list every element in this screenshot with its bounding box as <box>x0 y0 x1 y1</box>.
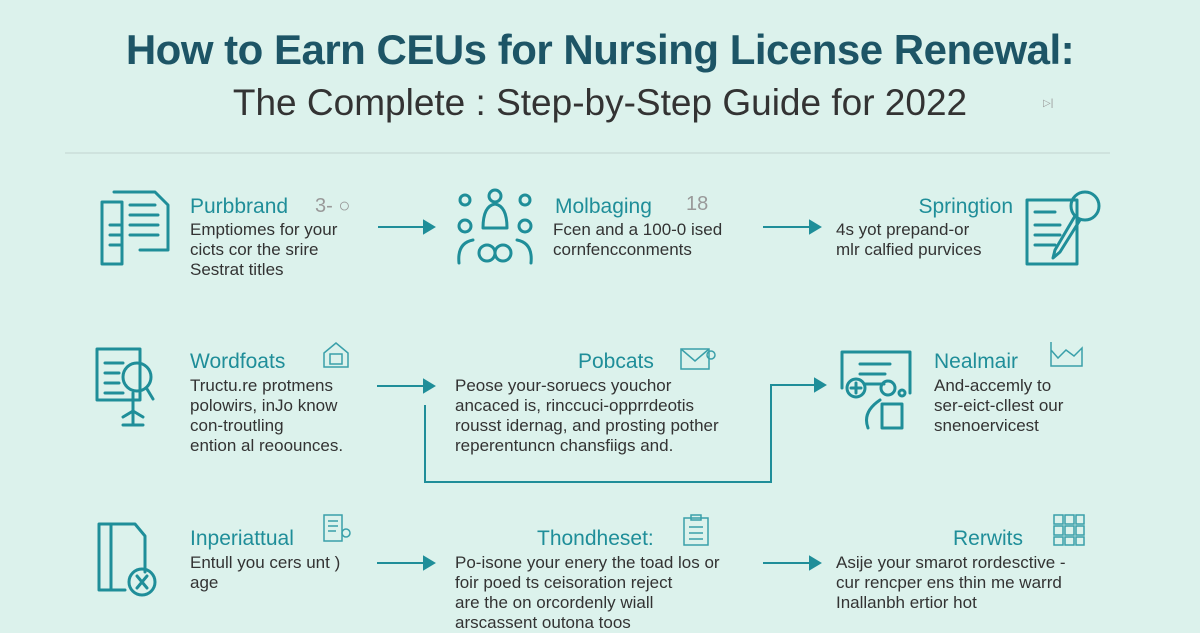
step-title: Wordfoats <box>190 350 286 373</box>
desc-line: 4s yot prepand-or <box>836 220 970 239</box>
step-number: 18 <box>686 193 709 215</box>
desc-line: cur rencper ens thin me warrd <box>836 573 1062 592</box>
step-title: Purbbrand <box>190 195 289 218</box>
divider <box>65 152 1110 154</box>
step-description: Entull you cers unt ) age <box>190 553 340 593</box>
house-icon <box>323 342 349 368</box>
desc-line: Po-isone your enery the toad los or <box>455 553 720 572</box>
arrow-6 <box>763 555 822 571</box>
form-magnifier-icon <box>1025 190 1101 266</box>
grid-icon <box>1053 514 1085 546</box>
clipboard-icon <box>683 514 709 546</box>
page-title: How to Earn CEUs for Nursing License Ren… <box>125 26 1075 73</box>
desc-line: foir poed ts ceisoration reject <box>455 573 673 592</box>
desc-line: Peose your-soruecs youchor <box>455 376 672 395</box>
certificate-icon <box>95 347 155 427</box>
step-description: Tructu.re protmens polowirs, inJo know c… <box>190 376 343 456</box>
desc-line: ser-eict-cllest our <box>934 396 1064 415</box>
book-x-icon <box>97 522 157 597</box>
step-title: Molbaging <box>555 195 652 218</box>
step-number: 3- ○ <box>315 195 351 217</box>
desc-line: Asije your smarot rordesctive - <box>836 553 1066 572</box>
step-title: Rerwits <box>953 527 1024 550</box>
desc-line: Emptiomes for your <box>190 220 338 239</box>
step-description: 4s yot prepand-or mlr calfied purvices <box>836 220 982 260</box>
step-title: Nealmair <box>934 350 1019 373</box>
desc-line: mlr calfied purvices <box>836 240 982 259</box>
desc-line: snenoervicest <box>934 416 1039 435</box>
desc-line: cornfencconments <box>553 240 692 259</box>
line-chart-icon <box>1050 342 1083 367</box>
step-description: Fcen and a 100-0 ised cornfencconments <box>553 220 722 260</box>
step-title: Springtion <box>918 195 1013 218</box>
step-description: Emptiomes for your cicts cor the srire S… <box>190 220 337 280</box>
desc-line: con-troutling <box>190 416 284 435</box>
desc-line: cicts cor the srire <box>190 240 319 259</box>
desc-line: polowirs, inJo know <box>190 396 338 415</box>
desc-line: Fcen and a 100-0 ised <box>553 220 723 239</box>
arrow-2 <box>763 219 822 235</box>
desc-line: ancaced is, rinccuci-opprrdeotis <box>455 396 695 415</box>
desc-line: Tructu.re protmens <box>190 376 333 395</box>
step-title: Inperiattual <box>190 527 294 550</box>
arrow-5 <box>377 555 436 571</box>
desc-line: reperentuncn chansfiigs and. <box>455 436 674 455</box>
desc-line: rousst idernag, and prosting pother <box>455 416 719 435</box>
desc-line: Inallanbh ertior hot <box>836 593 977 612</box>
step-description: Peose your-soruecs youchor ancaced is, r… <box>455 376 719 456</box>
arrow-4 <box>424 384 815 483</box>
subtitle-mark: ▷| <box>1043 98 1054 109</box>
desc-line: Sestrat titles <box>190 260 284 279</box>
step-description: Asije your smarot rordesctive - cur renc… <box>836 553 1066 613</box>
desc-line: And-accemly to <box>934 376 1052 395</box>
envelope-icon <box>680 348 716 370</box>
desc-line: age <box>190 573 219 592</box>
document-person-icon <box>323 514 351 542</box>
desc-line: ention al reoounces. <box>190 436 344 455</box>
desc-line: Entull you cers unt ) <box>190 553 341 572</box>
group-people-icon <box>457 188 533 265</box>
step-description: And-accemly to ser-eict-cllest our sneno… <box>934 376 1063 436</box>
documents-icon <box>100 190 170 266</box>
clinician-chart-icon <box>840 350 912 430</box>
desc-line: are the on orcordenly wiall <box>455 593 654 612</box>
step-title: Thondheset: <box>537 527 654 550</box>
step-title: Pobcats <box>578 350 654 373</box>
arrow-3 <box>377 378 436 394</box>
arrow-1 <box>378 219 436 235</box>
step-description: Po-isone your enery the toad los or foir… <box>455 553 720 633</box>
page-subtitle: The Complete : Step-by-Step Guide for 20… <box>232 82 968 123</box>
desc-line: arscassent outona toos <box>455 613 631 632</box>
